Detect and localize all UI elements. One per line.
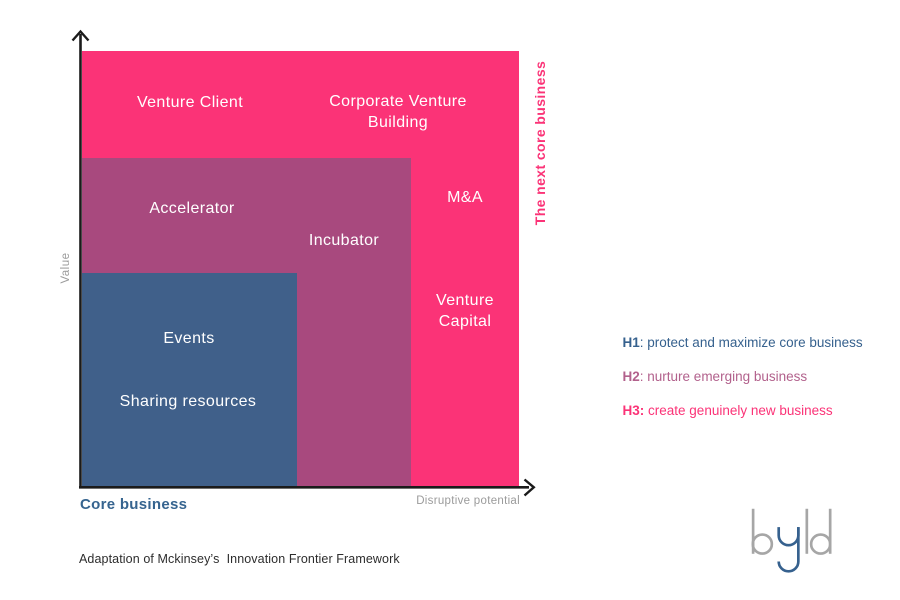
byld-logo: byld [748, 507, 836, 575]
label-venture-capital: Venture Capital [436, 292, 494, 330]
legend-text-h2: : nurture emerging business [639, 369, 808, 384]
logo-letter-d-bowl [809, 533, 832, 555]
x-axis-label: Disruptive potential [416, 495, 520, 507]
label-sharing-resources: Sharing resources [119, 393, 257, 410]
label-events: Events [163, 330, 215, 347]
logo-letter-b-bowl [751, 533, 774, 555]
y-axis-arrow-icon [71, 29, 90, 42]
legend-key-h2: H2 [622, 369, 640, 384]
attribution-caption: Adaptation of Mckinsey’s Innovation Fron… [79, 552, 400, 566]
legend-item-h3: H3: create genuinely new business [600, 387, 863, 418]
core-business-label: Core business [80, 496, 188, 513]
y-axis-label: Value [60, 252, 72, 284]
label-mna: M&A [447, 189, 483, 206]
legend-text-h3: create genuinely new business [644, 403, 833, 418]
region-h1-core-business [82, 273, 297, 487]
legend-key-h3: H3: [622, 403, 645, 418]
logo-letter-y-hook [777, 527, 800, 573]
legend-item-h1: H1: protect and maximize core business [600, 319, 863, 350]
legend-item-h2: H2: nurture emerging business [600, 353, 863, 384]
byld-logo-icon [751, 508, 832, 573]
x-axis-arrow-icon [523, 478, 536, 497]
next-core-business-label: The next core business [532, 60, 548, 226]
label-incubator: Incubator [308, 232, 380, 249]
label-venture-client: Venture Client [136, 94, 244, 111]
logo-letter-y-cup [777, 527, 800, 547]
label-corporate-venture-building: Corporate Venture Building [329, 93, 467, 131]
legend-key-h1: H1 [622, 335, 640, 350]
label-accelerator: Accelerator [149, 200, 235, 217]
horizons-legend: H1: protect and maximize core business H… [600, 319, 863, 421]
legend-text-h1: : protect and maximize core business [639, 335, 863, 350]
